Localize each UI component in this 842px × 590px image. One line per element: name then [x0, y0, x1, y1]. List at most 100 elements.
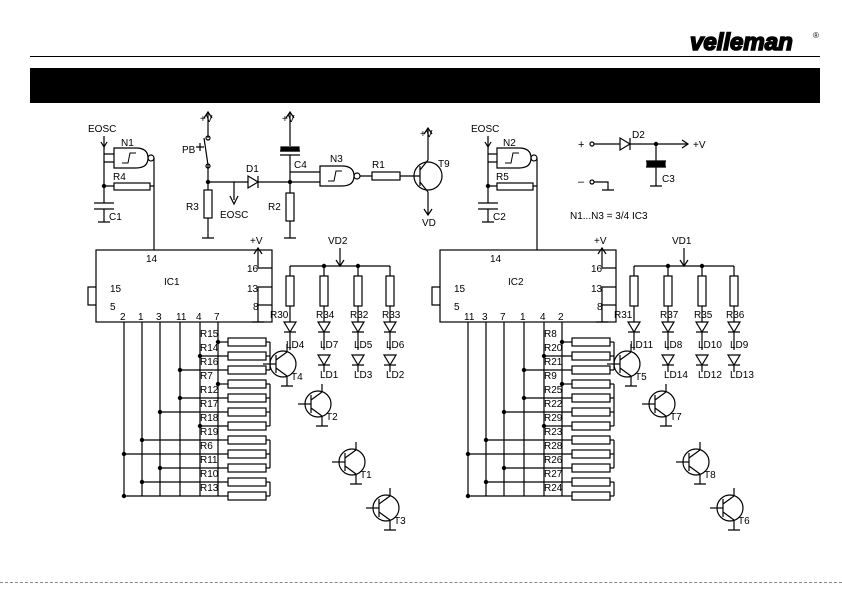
led-label-LD12: LD12 [698, 370, 722, 381]
transistor-label-T1: T1 [360, 470, 372, 481]
transistor-label-T8: T8 [704, 470, 716, 481]
c2-label: C2 [493, 212, 506, 223]
resistor-label-R9: R9 [544, 371, 557, 382]
resistor-R14 [227, 351, 267, 361]
ic-pin-label: 1 [138, 312, 144, 323]
resistor-R25 [571, 393, 611, 403]
resistor-R24 [571, 491, 611, 501]
resistor-label-R26: R26 [544, 455, 563, 466]
plusv-t9: +V [420, 129, 433, 140]
n2-oscillator: EOSC N2 R5 C2 [471, 124, 538, 250]
resistor-R32 [353, 275, 363, 307]
minus-terminal-label: – [578, 176, 585, 188]
c1-label: C1 [109, 212, 122, 223]
footer-rule [0, 582, 842, 584]
r1-label: R1 [372, 160, 385, 171]
wire [679, 248, 689, 268]
pb-label: PB [182, 145, 196, 156]
led-LD9 [726, 306, 742, 350]
power-supply: + D2 +V C3 – N1...N3 = 3/4 IC3 [570, 130, 706, 222]
transistor-label-T7: T7 [670, 412, 682, 423]
r1-resistor [371, 171, 401, 181]
led-LD13 [726, 354, 742, 372]
wire [431, 286, 440, 306]
resistor-label-R22: R22 [544, 399, 563, 410]
n3-label: N3 [330, 154, 343, 165]
resistor-R16 [227, 365, 267, 375]
resistor-R37 [663, 275, 673, 307]
wire [87, 286, 96, 306]
c3-capacitor [646, 144, 666, 187]
led-label-LD6: LD6 [386, 340, 405, 351]
led-label-LD14: LD14 [664, 370, 688, 381]
resistor-label-R21: R21 [544, 357, 563, 368]
resistor-label-R7: R7 [200, 371, 213, 382]
resistor-R18 [227, 421, 267, 431]
ic-pin-label: 3 [156, 312, 162, 323]
resistor-label-R27: R27 [544, 469, 563, 480]
wire [252, 286, 272, 323]
resistor-R20 [571, 351, 611, 361]
resistor-label-R31: R31 [614, 310, 633, 321]
led-LD8 [660, 306, 676, 350]
ic-pin-label: 3 [482, 312, 488, 323]
eosc-label-pb: EOSC [220, 210, 248, 221]
n2-gate [496, 147, 532, 169]
r2-resistor [285, 192, 295, 222]
resistor-R31 [629, 275, 639, 307]
logo-registered-mark: ® [813, 31, 819, 40]
resistor-label-R24: R24 [544, 483, 563, 494]
led-LD3 [350, 354, 366, 372]
led-label-LD7: LD7 [320, 340, 339, 351]
led-label-LD10: LD10 [698, 340, 722, 351]
resistor-R13 [227, 491, 267, 501]
resistor-R6 [227, 449, 267, 459]
resistor-label-R18: R18 [200, 413, 219, 424]
plusv-label: +V [594, 236, 607, 247]
resistor-R27 [571, 477, 611, 487]
n1-label: N1 [121, 138, 134, 149]
resistor-label-R14: R14 [200, 343, 219, 354]
led-LD5 [350, 306, 366, 350]
resistor-R8 [571, 337, 611, 347]
pb-switch [196, 130, 209, 182]
resistor-R23 [571, 435, 611, 445]
resistor-label-R32: R32 [350, 310, 369, 321]
ic-pin-label: 1 [520, 312, 526, 323]
d1-label: D1 [246, 164, 259, 175]
led-LD11 [626, 306, 642, 350]
r5-resistor [496, 182, 534, 191]
wire [596, 286, 616, 323]
led-label-LD9: LD9 [730, 340, 749, 351]
t9-label: T9 [438, 159, 450, 170]
ic2-pin-8: 8 [597, 302, 603, 313]
resistor-label-R6: R6 [200, 441, 213, 452]
resistor-R35 [697, 275, 707, 307]
led-label-LD3: LD3 [354, 370, 373, 381]
velleman-logo: velleman ® [690, 28, 819, 56]
resistor-label-R15: R15 [200, 329, 219, 340]
vd2-label: VD2 [328, 236, 348, 247]
logo-text: velleman [690, 29, 793, 56]
wire [253, 246, 272, 269]
resistor-R15 [227, 337, 267, 347]
wire [335, 248, 345, 268]
r3-label: R3 [186, 202, 199, 213]
resistor-label-R23: R23 [544, 427, 563, 438]
resistor-R19 [227, 435, 267, 445]
resistor-label-R20: R20 [544, 343, 563, 354]
resistor-R34 [319, 275, 329, 307]
led-LD7 [316, 306, 332, 350]
led-label-LD13: LD13 [730, 370, 754, 381]
ic3-note: N1...N3 = 3/4 IC3 [570, 211, 648, 222]
transistor-label-T5: T5 [635, 372, 647, 383]
d1-diode [234, 174, 290, 190]
ic-pin-label: 2 [558, 312, 564, 323]
led-label-LD2: LD2 [386, 370, 405, 381]
resistor-R33 [385, 275, 395, 307]
ic-pin-label: 11 [464, 312, 475, 323]
n1-gate [113, 147, 149, 169]
led-label-LD4: LD4 [286, 340, 305, 351]
resistor-label-R34: R34 [316, 310, 335, 321]
